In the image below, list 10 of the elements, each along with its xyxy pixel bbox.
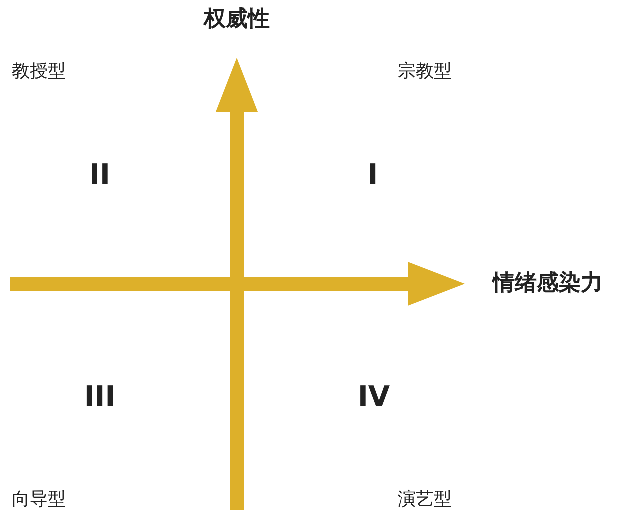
quadrant-type-label: 演艺型 — [398, 491, 452, 509]
axis-title: 情绪感染力 — [493, 273, 603, 295]
quadrant-number: IV — [358, 383, 390, 411]
quadrant-number: I — [368, 161, 378, 189]
quadrant-type-label: 教授型 — [12, 63, 66, 81]
quadrant-type-label: 宗教型 — [398, 63, 452, 81]
quadrant-number: III — [84, 383, 116, 411]
quadrant-type-label: 向导型 — [12, 491, 66, 509]
axis-title: 权威性 — [204, 9, 270, 31]
quadrant-number: II — [90, 161, 110, 189]
